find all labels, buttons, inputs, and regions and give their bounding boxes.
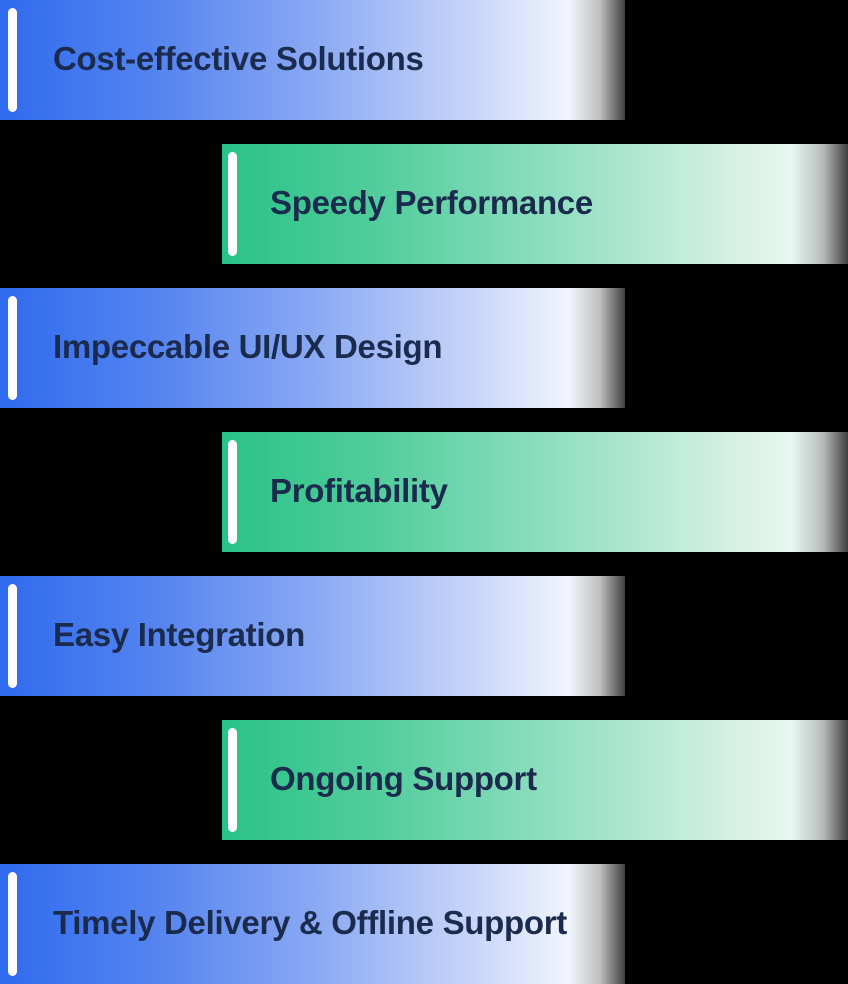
feature-label: Easy Integration (53, 615, 305, 653)
feature-label: Cost-effective Solutions (53, 39, 424, 77)
feature-label: Timely Delivery & Offline Support (53, 903, 567, 941)
feature-bar-ongoing-support: Ongoing Support (222, 720, 848, 840)
accent-bar (8, 872, 17, 976)
accent-bar (228, 152, 237, 256)
feature-label: Speedy Performance (270, 183, 593, 221)
feature-bar-profitability: Profitability (222, 432, 848, 552)
feature-label: Profitability (270, 471, 448, 509)
accent-bar (8, 296, 17, 400)
accent-bar (8, 584, 17, 688)
feature-label: Ongoing Support (270, 759, 537, 797)
feature-bar-speedy-performance: Speedy Performance (222, 144, 848, 264)
feature-bar-easy-integration: Easy Integration (0, 576, 625, 696)
feature-bar-impeccable-ui-ux-design: Impeccable UI/UX Design (0, 288, 625, 408)
feature-bar-timely-delivery-offline-support: Timely Delivery & Offline Support (0, 864, 625, 984)
accent-bar (228, 728, 237, 832)
feature-bar-cost-effective-solutions: Cost-effective Solutions (0, 0, 625, 120)
feature-label: Impeccable UI/UX Design (53, 327, 443, 365)
accent-bar (228, 440, 237, 544)
accent-bar (8, 8, 17, 112)
